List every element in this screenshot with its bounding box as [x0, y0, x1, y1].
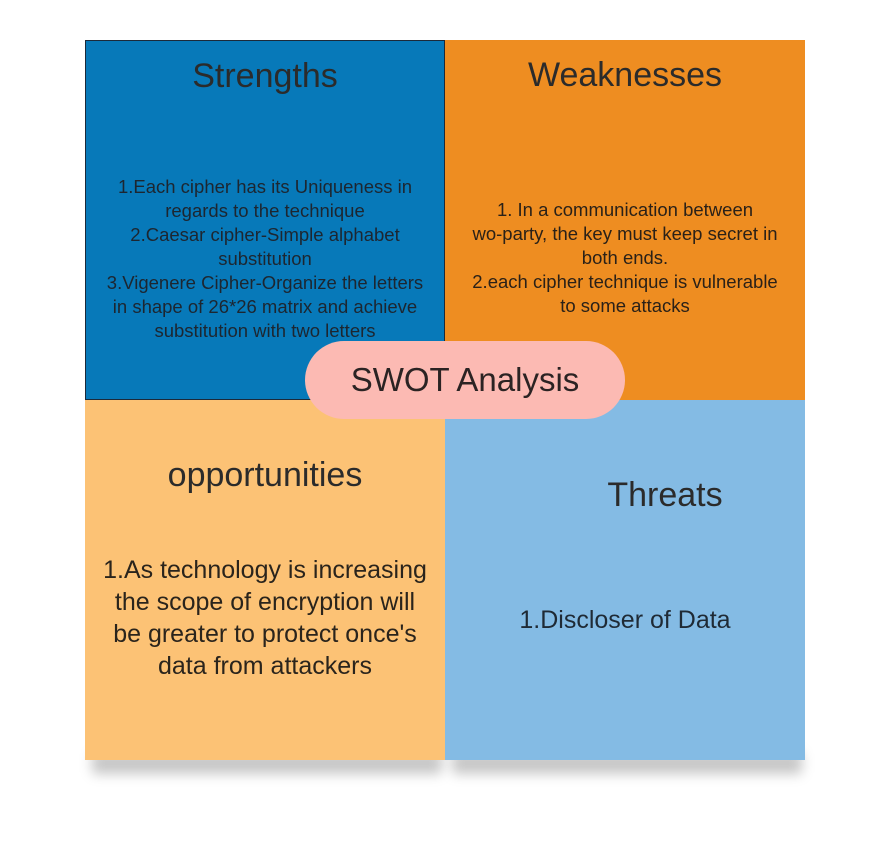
opportunities-title: opportunities [167, 456, 363, 494]
strengths-line: 2.Caesar cipher-Simple alphabet [130, 224, 400, 245]
strengths-line: substitution with two letters [154, 320, 376, 341]
weaknesses-line: both ends. [581, 247, 669, 268]
strengths-line: regards to the technique [165, 200, 365, 221]
threats-quadrant: Threats 1.Discloser of Data [445, 400, 805, 760]
threats-line: 1.Discloser of Data [519, 606, 731, 634]
strengths-line: 1.Each cipher has its Uniqueness in [117, 176, 413, 197]
weaknesses-title: Weaknesses [527, 56, 723, 94]
strengths-title: Strengths [192, 57, 338, 95]
opportunities-line: data from attackers [158, 652, 372, 680]
strengths-line: substitution [218, 248, 312, 269]
opportunities-line: 1.As technology is increasing [103, 556, 427, 584]
strengths-line: 3.Vigenere Cipher-Organize the letters [106, 272, 424, 293]
strengths-line: in shape of 26*26 matrix and achieve [112, 296, 418, 317]
opportunities-body: 1.As technology is increasing the scope … [85, 554, 445, 682]
strengths-quadrant: Strengths 1.Each cipher has its Uniquene… [85, 40, 445, 400]
strengths-body: 1.Each cipher has its Uniqueness in rega… [86, 175, 444, 343]
weaknesses-line: 1. In a communication between [496, 199, 754, 220]
center-label-text: SWOT Analysis [350, 361, 580, 398]
opportunities-line: be greater to protect once's [113, 620, 417, 648]
weaknesses-line: 2.each cipher technique is vulnerable [472, 271, 778, 292]
swot-center-label: SWOT Analysis [305, 341, 625, 419]
weaknesses-quadrant: Weaknesses 1. In a communication between… [445, 40, 805, 400]
opportunities-quadrant: opportunities 1.As technology is increas… [85, 400, 445, 760]
weaknesses-line: to some attacks [560, 295, 690, 316]
weaknesses-body: 1. In a communication between wo-party, … [445, 198, 805, 318]
opportunities-line: the scope of encryption will [114, 588, 416, 616]
threats-body: 1.Discloser of Data [445, 604, 805, 636]
weaknesses-line: wo-party, the key must keep secret in [472, 223, 778, 244]
threats-title: Threats [607, 476, 723, 514]
